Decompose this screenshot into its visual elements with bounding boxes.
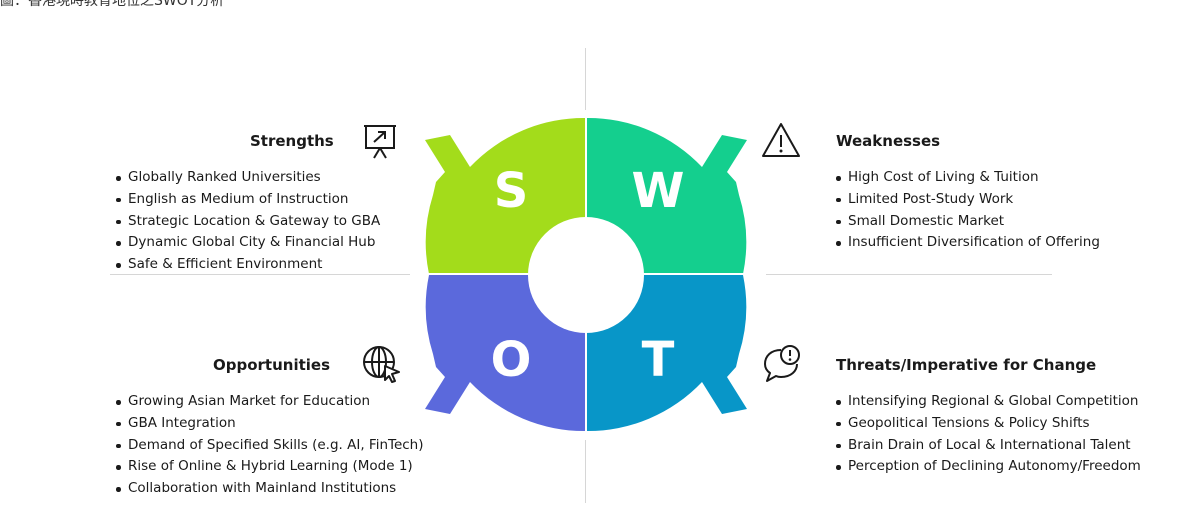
horizontal-divider-right <box>766 274 1052 275</box>
threat-item: Brain Drain of Local & International Tal… <box>834 435 1141 457</box>
opportunity-item: Growing Asian Market for Education <box>114 391 424 413</box>
strengths-title: Strengths <box>250 132 334 150</box>
weaknesses-list: High Cost of Living & Tuition Limited Po… <box>834 167 1100 254</box>
weaknesses-title: Weaknesses <box>836 132 941 150</box>
strength-item: English as Medium of Instruction <box>114 189 380 211</box>
threat-item: Intensifying Regional & Global Competiti… <box>834 391 1141 413</box>
threats-title: Threats/Imperative for Change <box>836 356 1097 374</box>
opportunities-list: Growing Asian Market for Education GBA I… <box>114 391 424 500</box>
presentation-board-icon <box>364 125 396 159</box>
wheel-gap-horizontal <box>420 273 750 275</box>
letter-t: T <box>642 332 675 388</box>
alert-speech-bubble-icon <box>764 345 800 382</box>
warning-triangle-icon <box>762 123 800 157</box>
threat-item: Geopolitical Tensions & Policy Shifts <box>834 413 1141 435</box>
weakness-item: Insufficient Diversification of Offering <box>834 232 1100 254</box>
opportunity-item: Rise of Online & Hybrid Learning (Mode 1… <box>114 456 424 478</box>
threat-item: Perception of Declining Autonomy/Freedom <box>834 456 1141 478</box>
strength-item: Globally Ranked Universities <box>114 167 380 189</box>
letter-w: W <box>632 163 685 219</box>
strength-item: Strategic Location & Gateway to GBA <box>114 211 380 233</box>
weakness-item: High Cost of Living & Tuition <box>834 167 1100 189</box>
threats-list: Intensifying Regional & Global Competiti… <box>834 391 1141 478</box>
letter-s: S <box>494 163 529 219</box>
weakness-item: Small Domestic Market <box>834 211 1100 233</box>
weakness-item: Limited Post-Study Work <box>834 189 1100 211</box>
opportunities-title: Opportunities <box>213 356 331 374</box>
opportunity-item: Demand of Specified Skills (e.g. AI, Fin… <box>114 435 424 457</box>
strength-item: Safe & Efficient Environment <box>114 254 380 276</box>
horizontal-divider-left <box>110 274 410 275</box>
strengths-list: Globally Ranked Universities English as … <box>114 167 380 276</box>
opportunity-item: Collaboration with Mainland Institutions <box>114 478 424 500</box>
letter-o: O <box>491 332 532 388</box>
strength-item: Dynamic Global City & Financial Hub <box>114 232 380 254</box>
figure-caption: 圖：香港現時教育地位之SWOT分析 <box>0 0 225 8</box>
opportunity-item: GBA Integration <box>114 413 424 435</box>
globe-cursor-icon <box>363 346 400 383</box>
